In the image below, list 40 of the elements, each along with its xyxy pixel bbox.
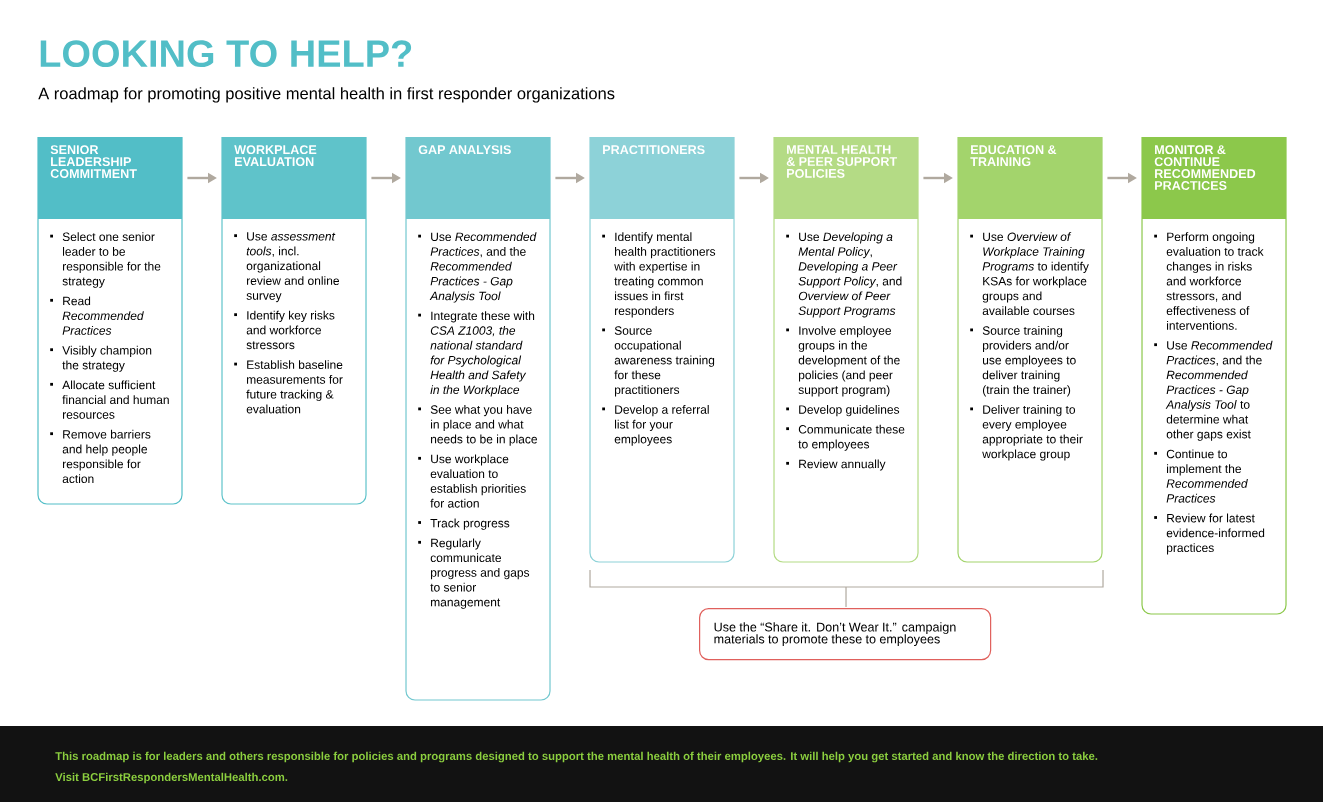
node-label: Read Recommended Practices xyxy=(62,296,144,335)
node-label: Review for latest evidence-informed practices xyxy=(1166,513,1265,555)
node-label: Communicate these to employees xyxy=(798,424,905,451)
step-card: EDUCATION & TRAINING Use Overview of Workplace Training Programs to identify KSAs for workplace groups and available courses Source training providers and/or use employees to deliver training (train the trainer) Deliver training to every employee appropriate to their workplace group xyxy=(957,137,1103,563)
node-label: Identify key risks and workforce stressors xyxy=(246,310,335,350)
node-label: Use Recommended Practices, and the Recommended Practices - Gap Analysis Tool to determine what other gaps exist xyxy=(1165,340,1273,441)
step-card: MONITOR & CONTINUE RECOMMENDED PRACTICES Perform ongoing evaluation to track changes in risks and workforce stressors, and effectiveness of interventions. Use Recommended Practices, and the Recommended Practices - Gap Analysis Tool to determine what other gaps exist Continue to implement the Recommended Practices Review for latest evidence-informed practices xyxy=(1141,137,1287,615)
step-card: WORKPLACE EVALUATION Use assessment tools, incl. organizational review and online survey Identify key risks and workforce stressors Establish baseline measurements for future tracking & evaluation xyxy=(221,137,367,505)
node-label: Involve employee groups in the development of the policies (and peer support program) xyxy=(798,325,900,397)
callout-box: Use the “Share it. Don’t Wear It.” campaign materials to promote these to employees xyxy=(699,608,992,661)
node-label: Regularly communicate progress and gaps to senior management xyxy=(430,538,530,609)
node-label: Review annually xyxy=(799,459,886,471)
node-label: Develop a referral list for your employees xyxy=(614,405,709,446)
node-label: Source training providers and/or use employees to deliver training (train the trainer) xyxy=(982,325,1076,397)
node-label: Use workplace evaluation to establish priorities for action xyxy=(430,454,526,508)
title: LOOKING TO HELP? xyxy=(40,40,412,68)
node-label: See what you have in place and what needs to be in place xyxy=(430,405,538,446)
node-label: Develop guidelines xyxy=(799,405,900,417)
node-label: Visibly champion the strategy xyxy=(62,345,152,372)
node-label: Use Recommended Practices, and the Recommended Practices - Gap Analysis Tool xyxy=(429,232,537,303)
subtitle: A roadmap for promoting positive mental health in first responder organizations xyxy=(38,87,615,103)
node-label: Use Overview of Workplace Training Programs to identify KSAs for workplace groups and available courses xyxy=(982,232,1089,316)
node-label: Remove barriers and help people responsible for action xyxy=(62,429,151,484)
node-label: Deliver training to every employee appropriate to their workplace group xyxy=(982,405,1083,461)
node-label: Identify mental health practitioners with expertise in treating common issues in first responders xyxy=(614,232,716,318)
footer-band: This roadmap is for leaders and others responsible for policies and programs designed to support the mental health of their employees. It will help you get started and know the direction to take. Visit BCFirstRespondersMentalHealth.com. xyxy=(0,726,1323,802)
step-card: MENTAL HEALTH & PEER SUPPORT POLICIES Use Developing a Mental Policy, Developing a Peer Support Policy, and Overview of Peer Support Programs Involve employee groups in the development of the policies (and peer support program) Develop guidelines Communicate these to employees Review annually xyxy=(773,137,919,563)
node-label: Continue to implement the Recommended Practices xyxy=(1166,449,1248,503)
node-label: Establish baseline measurements for future tracking & evaluation xyxy=(246,360,343,414)
node-label: Source occupational awareness training for these practitioners xyxy=(614,326,715,397)
node-label: Select one senior leader to be responsible for the strategy xyxy=(62,232,161,288)
step-card: GAP ANALYSIS Use Recommended Practices, and the Recommended Practices - Gap Analysis Tool Integrate these with CSA Z1003, the national standard for Psychological Health and Safety in the Workplace See what you have in place and what needs to be in place Use workplace evaluation to establish priorities for action Track progress Regularly communicate progress and gaps to senior management xyxy=(405,137,551,701)
node-label: Allocate sufficient financial and human resources xyxy=(62,380,169,419)
step-card: SENIOR LEADERSHIP COMMITMENT Select one senior leader to be responsible for the strategy Read Recommended Practices Visibly champion the strategy Allocate sufficient financial and human resources Remove barriers and help people responsible for action xyxy=(37,137,183,505)
node-label: Perform ongoing evaluation to track changes in risks and workforce stressors, and effectiveness of interventions. xyxy=(1166,232,1264,330)
node-label: Track progress xyxy=(430,518,510,530)
node-label: Use assessment tools, incl. organizational review and online survey xyxy=(246,232,340,303)
step-card: PRACTITIONERS Identify mental health practitioners with expertise in treating common issues in first responders Source occupational awareness training for these practitioners Develop a referral list for your employees xyxy=(589,137,735,563)
node-label: Integrate these with CSA Z1003, the national standard for Psychological Health and Safety in the Workplace xyxy=(430,311,535,397)
node-label: Use Developing a Mental Policy, Developing a Peer Support Policy, and Overview of Peer Support Programs xyxy=(798,232,902,318)
